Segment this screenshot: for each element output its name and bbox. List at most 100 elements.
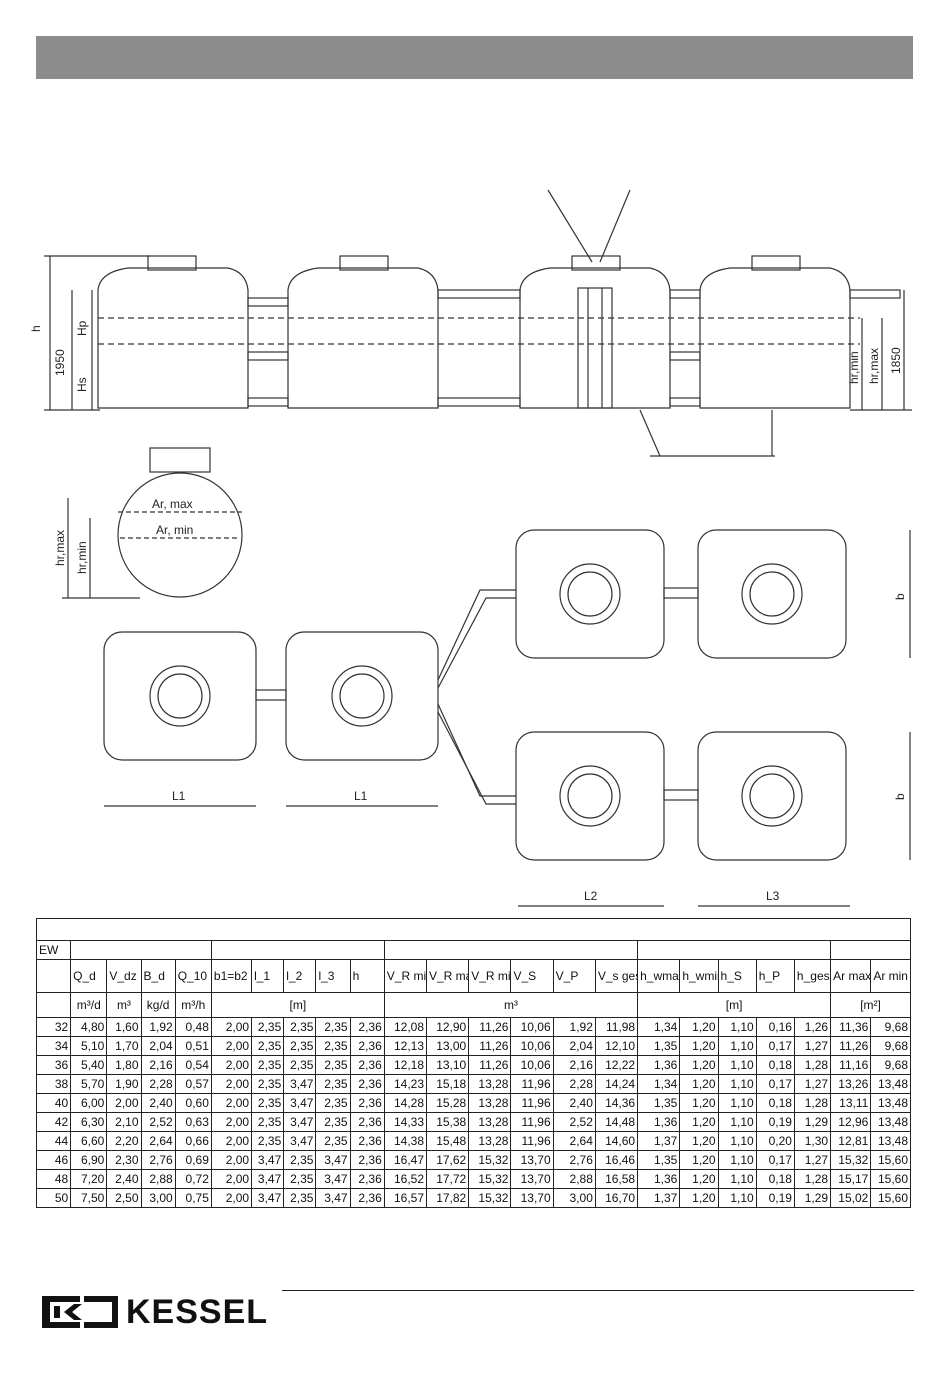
table-cell: 10,06 — [510, 1036, 554, 1056]
table-cell: 13,26 — [830, 1074, 872, 1094]
table-cell: 13,48 — [870, 1093, 911, 1113]
table-cell: 12,08 — [383, 1017, 428, 1037]
table-cell: 3,47 — [251, 1150, 285, 1170]
table-cell: 1,28 — [793, 1055, 832, 1075]
table-cell: 9,68 — [870, 1055, 911, 1075]
table-cell: 0,48 — [174, 1017, 212, 1037]
table-cell: 1,10 — [717, 1017, 757, 1037]
table-cell: 1,27 — [793, 1150, 832, 1170]
column-header: l_3 — [315, 959, 351, 993]
table-cell: 16,57 — [383, 1188, 428, 1208]
dim-hp-label: Hp — [75, 320, 89, 336]
column-header: h_S — [717, 959, 757, 993]
table-cell: 16,46 — [594, 1150, 639, 1170]
table-cell: 1,10 — [717, 1131, 757, 1151]
table-cell: 0,18 — [755, 1055, 795, 1075]
table-cell: 0,51 — [174, 1036, 212, 1056]
column-header: B_d — [140, 959, 176, 993]
ew-cell: 42 — [35, 1112, 72, 1132]
cross-armin-label: Ar, min — [156, 523, 193, 537]
table-cell: 13,28 — [468, 1074, 512, 1094]
column-header: V_S — [510, 959, 554, 993]
table-title-row — [36, 918, 911, 941]
table-cell: 11,26 — [830, 1036, 872, 1056]
technical-drawing: h 1950 Hp Hs hr,min hr,max 1850 Ar, max … — [29, 189, 912, 907]
table-cell: 2,35 — [251, 1074, 285, 1094]
table-cell: 3,47 — [283, 1131, 317, 1151]
table-cell: 1,10 — [717, 1188, 757, 1208]
table-cell: 3,47 — [283, 1074, 317, 1094]
table-cell: 11,96 — [510, 1112, 554, 1132]
kessel-logo-icon — [42, 1296, 118, 1328]
table-cell: 16,47 — [383, 1150, 428, 1170]
ew-cell: 46 — [35, 1150, 72, 1170]
table-cell: 2,88 — [552, 1169, 596, 1189]
table-cell: 13,11 — [830, 1093, 872, 1113]
table-cell: 9,68 — [870, 1036, 911, 1056]
table-cell: 1,20 — [679, 1188, 719, 1208]
column-header: Q_d — [70, 959, 108, 993]
table-cell: 2,35 — [283, 1169, 317, 1189]
dim-1950-label: 1950 — [53, 349, 67, 376]
table-cell: 15,28 — [425, 1093, 470, 1113]
table-cell: 2,40 — [106, 1169, 142, 1189]
table-cell: 13,28 — [468, 1093, 512, 1113]
table-cell: 13,28 — [468, 1112, 512, 1132]
table-cell: 0,57 — [174, 1074, 212, 1094]
table-cell: 0,19 — [755, 1188, 795, 1208]
table-cell: 0,17 — [755, 1074, 795, 1094]
table-cell: 15,32 — [468, 1150, 512, 1170]
table-cell: 2,50 — [106, 1188, 142, 1208]
table-cell: 1,20 — [679, 1017, 719, 1037]
table-cell: 2,00 — [210, 1150, 253, 1170]
table-cell: 15,32 — [468, 1188, 512, 1208]
table-cell: 13,70 — [510, 1150, 554, 1170]
table-cell: 14,23 — [383, 1074, 428, 1094]
table-cell: 13,48 — [870, 1074, 911, 1094]
table-cell: 15,17 — [830, 1169, 872, 1189]
table-cell: 11,96 — [510, 1074, 554, 1094]
table-cell: 3,47 — [283, 1112, 317, 1132]
table-cell: 15,60 — [870, 1188, 911, 1208]
table-cell: 15,02 — [830, 1188, 872, 1208]
table-cell: 1,35 — [637, 1036, 681, 1056]
footer-line — [282, 1290, 914, 1291]
table-cell: 17,72 — [425, 1169, 470, 1189]
table-cell: 15,38 — [425, 1112, 470, 1132]
table-cell: 2,20 — [106, 1131, 142, 1151]
dim-1850-label: 1850 — [889, 347, 903, 374]
table-cell: 1,20 — [679, 1055, 719, 1075]
table-cell: 2,35 — [251, 1093, 285, 1113]
table-cell: 1,10 — [717, 1074, 757, 1094]
plan-l2-label: L2 — [584, 889, 598, 903]
table-cell: 3,47 — [315, 1188, 351, 1208]
table-cell: 13,10 — [425, 1055, 470, 1075]
table-cell: 0,72 — [174, 1169, 212, 1189]
table-cell: 2,40 — [140, 1093, 176, 1113]
table-cell: 1,10 — [717, 1112, 757, 1132]
table-cell: 1,36 — [637, 1169, 681, 1189]
table-cell: 3,47 — [251, 1188, 285, 1208]
table-cell: 15,32 — [468, 1169, 512, 1189]
table-cell: 2,88 — [140, 1169, 176, 1189]
unit-row: m³/d m³ kg/d m³/h [m] m³ [m] [m²] — [35, 992, 911, 1018]
table-cell: 11,16 — [830, 1055, 872, 1075]
table-cell: 2,64 — [552, 1131, 596, 1151]
column-header: h_P — [755, 959, 795, 993]
table-cell: 2,00 — [210, 1112, 253, 1132]
table-cell: 1,20 — [679, 1112, 719, 1132]
column-header: V_R max — [425, 959, 470, 993]
table-cell: 5,40 — [70, 1055, 108, 1075]
table-cell: 1,36 — [637, 1112, 681, 1132]
table-cell: 1,28 — [793, 1169, 832, 1189]
table-cell: 2,00 — [210, 1188, 253, 1208]
table-cell: 1,30 — [793, 1131, 832, 1151]
table-cell: 0,63 — [174, 1112, 212, 1132]
table-cell: 2,04 — [140, 1036, 176, 1056]
table-cell: 6,00 — [70, 1093, 108, 1113]
table-cell: 14,36 — [594, 1093, 639, 1113]
table-cell: 2,36 — [349, 1036, 385, 1056]
